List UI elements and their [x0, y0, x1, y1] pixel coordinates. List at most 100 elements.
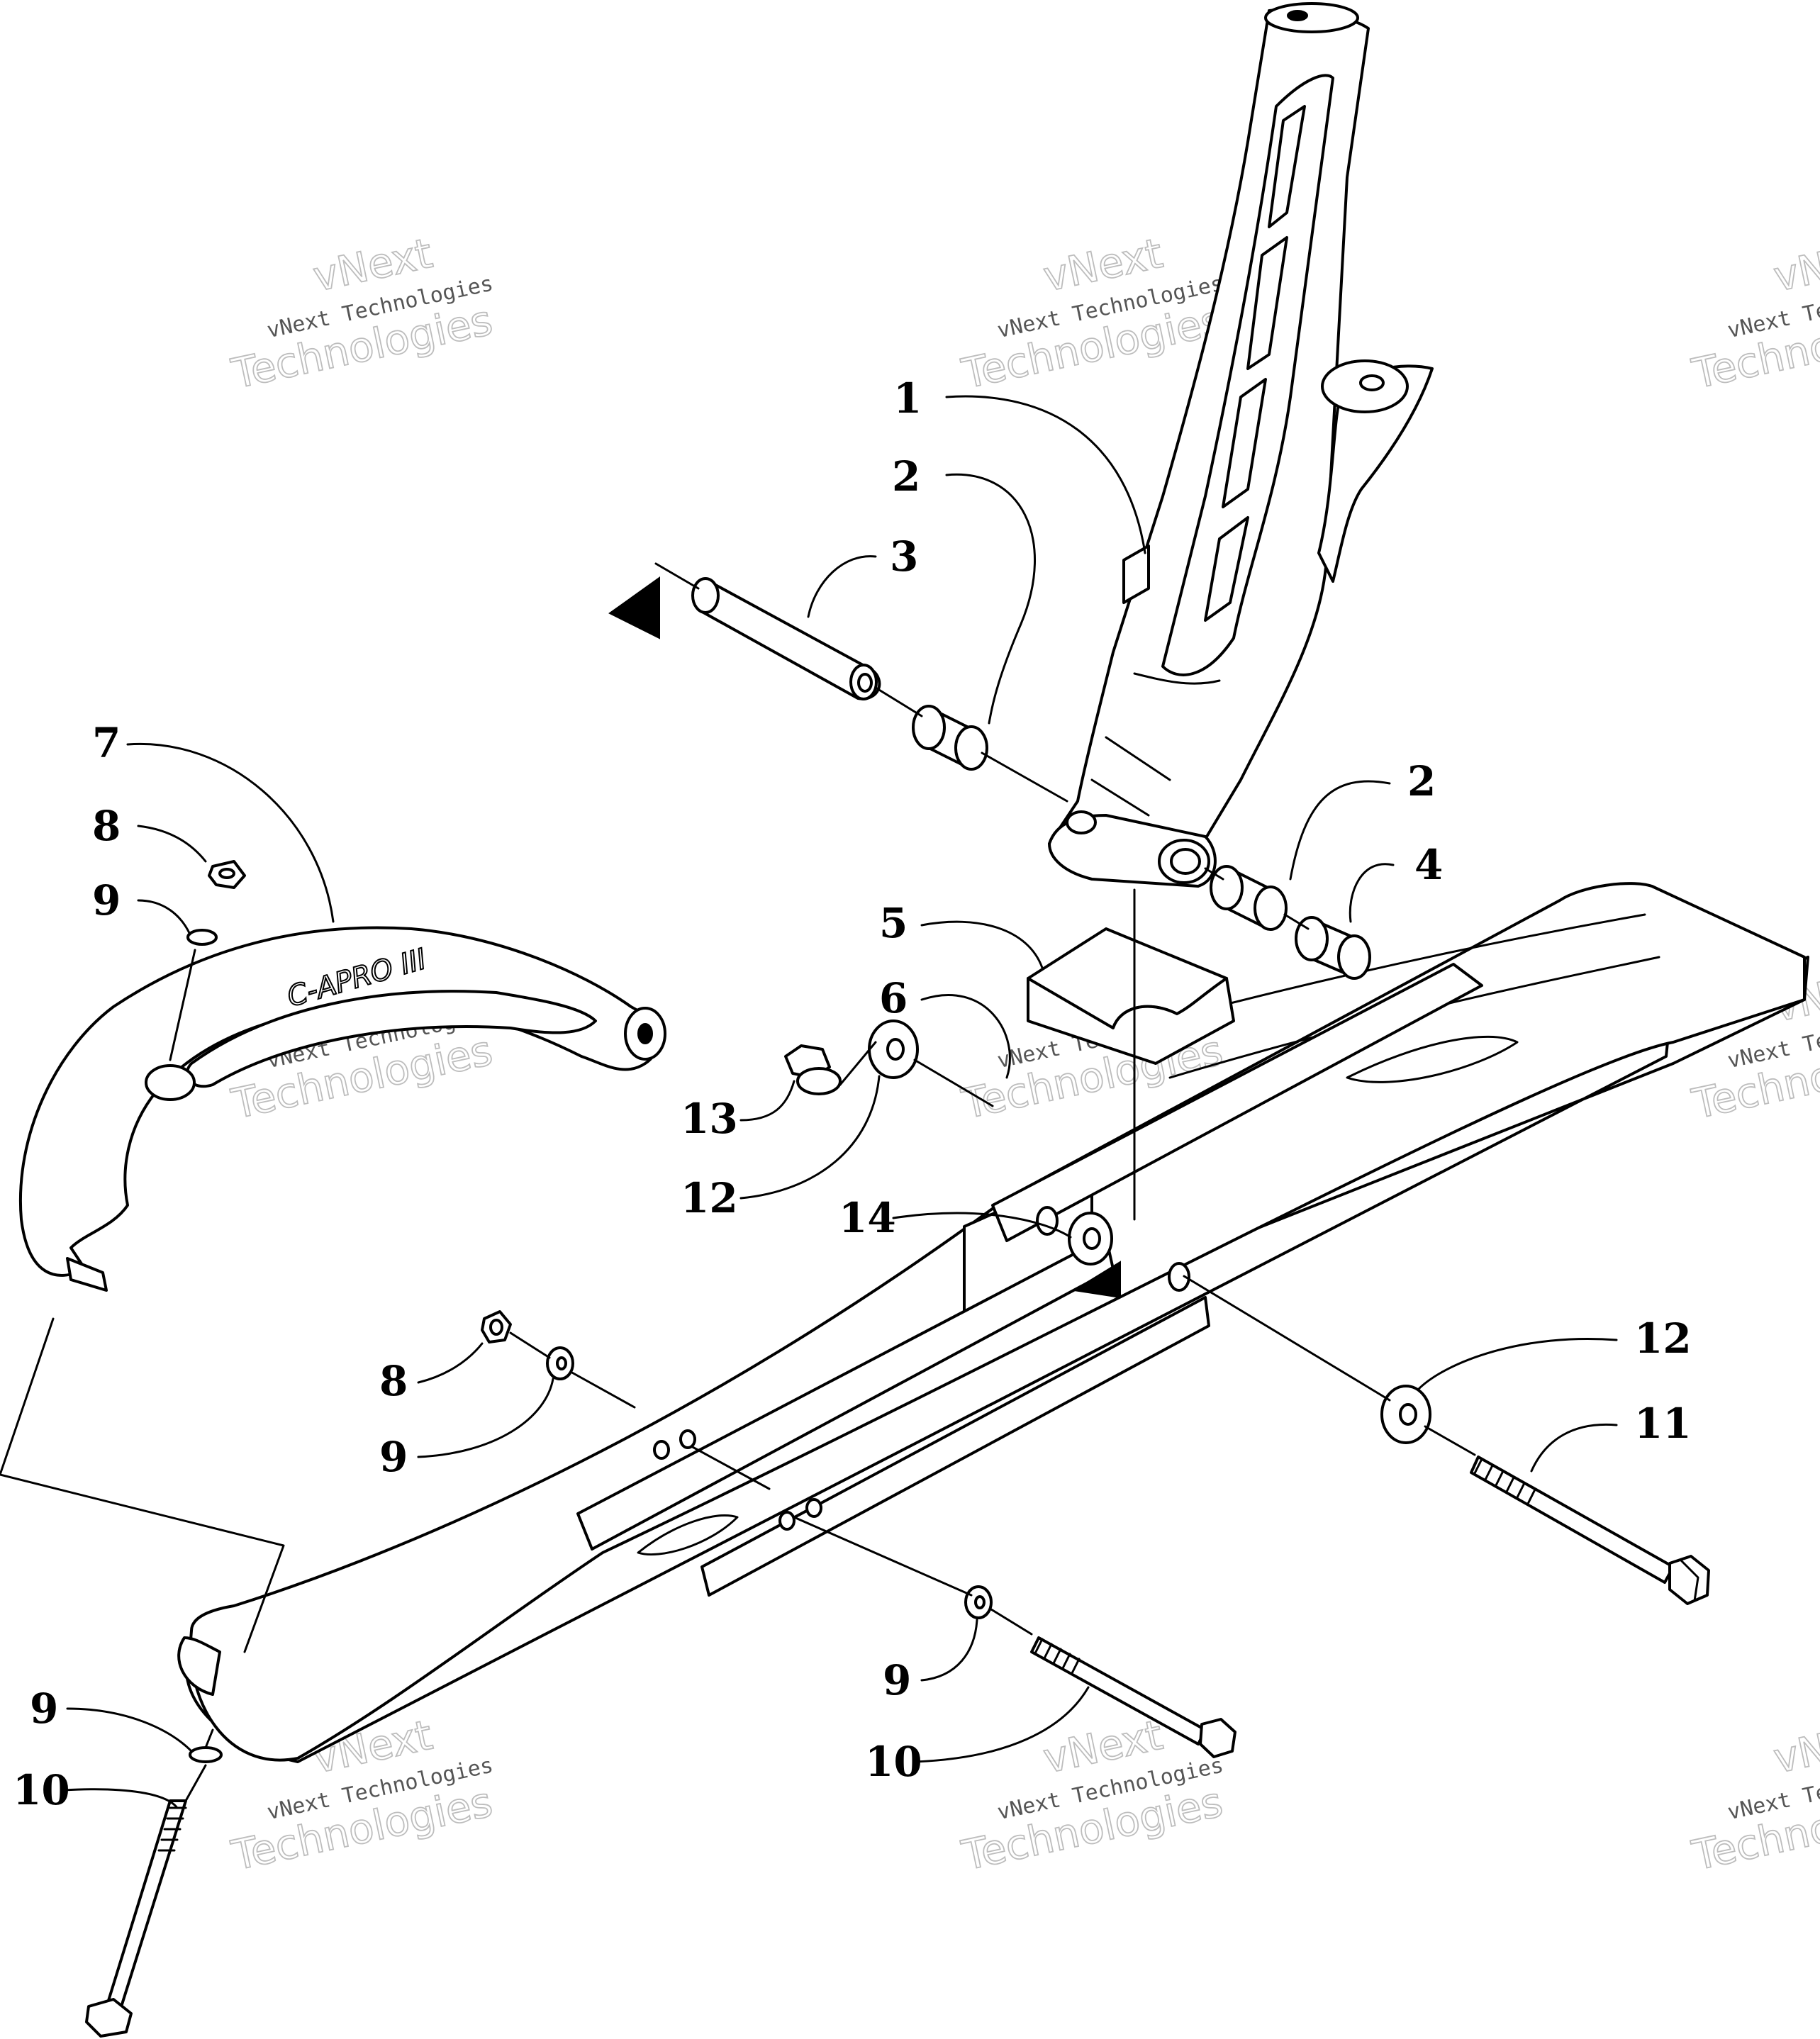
- ski-mount-hole: [778, 1511, 795, 1531]
- leader-line: [920, 920, 1044, 969]
- callout-10: 10: [865, 1738, 922, 1786]
- arrows: [608, 576, 1121, 1299]
- bolt-head: [1199, 1718, 1236, 1758]
- leader-line: [417, 1342, 484, 1384]
- ski-mount-hole: [1036, 1206, 1059, 1236]
- leader-line: [126, 742, 335, 923]
- bolt-head: [1668, 1555, 1710, 1605]
- callout-9: 9: [379, 1433, 408, 1481]
- leader-line: [417, 1378, 554, 1458]
- handle-mount-hole: [145, 1064, 196, 1101]
- callout-8: 8: [92, 802, 121, 850]
- ski-mount-hole: [679, 1429, 696, 1449]
- pivot-shaft-hole: [857, 673, 873, 693]
- ski-mount-hole: [653, 1440, 670, 1460]
- nut-hole: [218, 868, 235, 879]
- watermark: vNext vNext Technologies Technologies: [957, 228, 1227, 398]
- lockwasher: [189, 1746, 223, 1763]
- spacer: [1295, 916, 1371, 980]
- leader-line: [137, 899, 191, 936]
- nut-flange: [796, 1067, 842, 1095]
- washer-12-lower: [1380, 1385, 1431, 1444]
- spindle-bore-inner: [1170, 848, 1201, 875]
- center-line: [654, 562, 700, 590]
- washer-12-upper: [868, 1020, 919, 1079]
- spindle-face: [1161, 74, 1334, 676]
- block-front: [1027, 977, 1235, 1065]
- bolt-shank: [104, 1799, 187, 2015]
- bushing-face: [954, 725, 988, 771]
- callouts: 1 2 3 2 4 5 6 7 8 9 13 12 14 8 9 12 11 9…: [13, 374, 1692, 1814]
- ski: [177, 882, 1809, 1763]
- leader-line: [62, 1788, 179, 1809]
- leader-line: [1417, 1337, 1618, 1391]
- washer-14: [1068, 1212, 1113, 1266]
- spindle: [1048, 2, 1434, 888]
- center-line: [690, 1445, 771, 1490]
- bolt-thread: [1034, 1638, 1081, 1675]
- callout-9: 9: [92, 876, 121, 924]
- callout-4: 4: [1414, 841, 1443, 889]
- spindle-top: [1264, 2, 1359, 33]
- center-line: [0, 1317, 285, 1653]
- callout-2: 2: [1407, 757, 1436, 805]
- center-line: [981, 752, 1068, 803]
- watermark: vNext vNext Technologies Technologies: [1687, 228, 1820, 398]
- ski-groove: [637, 1514, 739, 1556]
- arrow-marker: [608, 576, 660, 639]
- spindle-top-hole: [1287, 10, 1308, 21]
- lockwasher: [186, 929, 218, 946]
- ski-mount-hole: [805, 1498, 822, 1518]
- callout-14: 14: [839, 1194, 896, 1242]
- leader-line: [739, 1075, 881, 1200]
- washer-hole: [1083, 1227, 1101, 1250]
- callout-5: 5: [879, 899, 908, 947]
- watermark: vNext vNext Technologies Technologies: [227, 228, 497, 398]
- handle-end-hole: [637, 1023, 653, 1044]
- arrow-marker: [1072, 1261, 1121, 1299]
- flange-nut-13: [784, 1044, 842, 1095]
- bolt-11: [1470, 1456, 1710, 1605]
- callout-8: 8: [379, 1357, 408, 1405]
- spindle-block: [1027, 927, 1235, 1065]
- leader-line: [1530, 1423, 1618, 1473]
- spindle-slot: [1222, 378, 1267, 508]
- center-line: [1183, 1275, 1391, 1402]
- nut-8-lower: [481, 1310, 512, 1343]
- center-line: [793, 1516, 973, 1597]
- center-line: [184, 1764, 207, 1802]
- bushing-lower: [1210, 865, 1288, 931]
- center-line: [874, 686, 923, 717]
- center-line: [569, 1370, 636, 1409]
- callout-9: 9: [883, 1656, 911, 1704]
- spacer-end: [1295, 916, 1329, 961]
- watermark-line1: vNext: [1770, 1711, 1820, 1783]
- spindle-slot: [1268, 105, 1306, 228]
- callout-12: 12: [681, 1174, 738, 1222]
- spindle-slot: [1204, 516, 1249, 622]
- handle-foot: [66, 1257, 108, 1292]
- spindle-rib: [1090, 778, 1150, 817]
- leader-line: [1289, 780, 1391, 881]
- callout-12: 12: [1634, 1314, 1692, 1363]
- callout-6: 6: [879, 974, 908, 1022]
- ski-saddle-wall: [991, 963, 1483, 1242]
- leader-line: [807, 555, 877, 618]
- ski-handle: C-APRO III: [18, 926, 666, 1292]
- spindle-tab: [1122, 544, 1150, 604]
- callout-2: 2: [892, 452, 920, 501]
- callout-13: 13: [681, 1095, 738, 1143]
- lock-washer-9b: [546, 1346, 574, 1380]
- leader-line: [945, 395, 1146, 554]
- center-line: [913, 1058, 994, 1107]
- leader-line: [892, 1212, 1072, 1239]
- leader-line: [920, 1619, 978, 1682]
- center-line: [169, 949, 196, 1061]
- bushing-end: [1210, 865, 1244, 910]
- leader-line: [739, 1080, 795, 1122]
- callout-1: 1: [893, 374, 922, 423]
- ski-groove: [1346, 1035, 1519, 1083]
- ski-groove: [1168, 956, 1660, 1079]
- leader-line: [1349, 863, 1395, 923]
